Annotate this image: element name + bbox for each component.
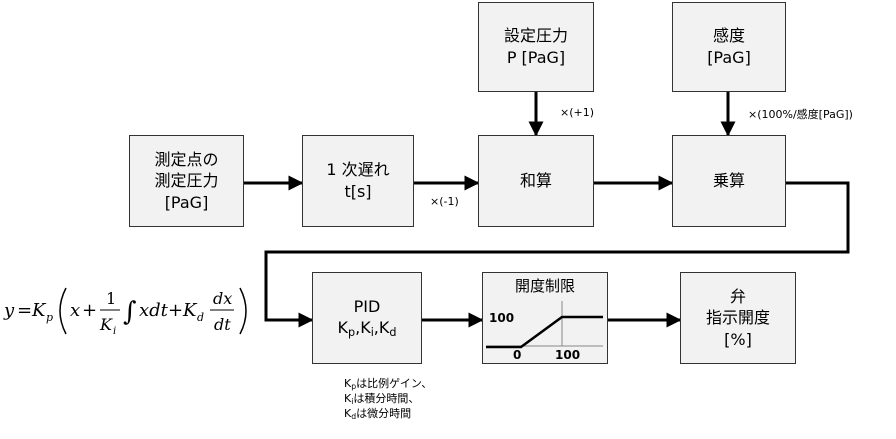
note-kp: Kpは比例ゲイン、	[344, 377, 433, 391]
valve-opening-block: 弁 指示開度 [%]	[680, 272, 796, 364]
formula-kd: K	[182, 300, 198, 321]
limit-y-tick: 100	[489, 311, 515, 325]
multiply-block: 乗算	[672, 135, 786, 227]
formula-left-paren	[59, 287, 67, 335]
limit-curve	[486, 301, 603, 349]
formula-x: x	[70, 300, 80, 321]
pid-gains: Kp,Ki,Kd	[337, 318, 397, 340]
formula-dt: dt	[214, 315, 231, 334]
formula-ki-sub: i	[113, 326, 116, 337]
note-ki: Kiは積分時間、	[344, 392, 420, 406]
measured-line-3: [PaG]	[164, 192, 209, 212]
formula-xdt: xdt	[139, 300, 169, 321]
formula-plus-1: +	[82, 300, 97, 321]
measured-pressure-block: 測定点の 測定圧力 [PaG]	[129, 135, 244, 227]
sensitivity-line-1: 感度	[712, 26, 745, 46]
formula-y: y	[3, 300, 15, 321]
limit-title: 開度制限	[514, 277, 575, 295]
sum-block: 和算	[478, 135, 594, 227]
setpoint-pressure-block: 設定圧力 P [PaG]	[478, 2, 594, 92]
limit-line	[486, 315, 603, 349]
limit-x-tick-0: 0	[513, 348, 522, 362]
sensitivity-line-2: [PaG]	[707, 48, 751, 67]
formula-right-paren	[239, 287, 247, 335]
measured-line-2: 測定圧力	[154, 171, 219, 191]
gain-sensitivity-label: ×(100%/感度[PaG])	[748, 108, 853, 121]
pid-title: PID	[353, 296, 381, 316]
formula-kd-sub: d	[197, 311, 204, 324]
lag-line-1: 1 次遅れ	[326, 160, 390, 180]
formula-integral: ∫	[123, 297, 137, 327]
formula-one: 1	[106, 289, 116, 308]
valve-line-3: [%]	[724, 329, 752, 349]
note-kd: Kdは微分時間	[344, 407, 412, 422]
limit-x-tick-100: 100	[555, 348, 581, 362]
measured-line-1: 測定点の	[154, 149, 219, 169]
formula-kp-sub: p	[46, 311, 53, 324]
formula-kp: K	[31, 300, 47, 321]
first-order-lag-block: 1 次遅れ t[s]	[302, 135, 414, 227]
setpoint-line-2: P [PaG]	[506, 48, 566, 67]
formula-dx: dx	[213, 289, 232, 308]
gain-negative-label: ×(-1)	[430, 195, 459, 208]
valve-line-1: 弁	[729, 286, 746, 306]
formula-ki: K	[99, 315, 113, 334]
formula-eq: =	[17, 300, 32, 321]
valve-line-2: 指示開度	[705, 308, 770, 328]
opening-limit-block: 開度制限 100 0 100	[482, 272, 608, 364]
sum-label: 和算	[519, 171, 552, 191]
lag-line-2: t[s]	[344, 182, 372, 201]
multiply-label: 乗算	[712, 171, 745, 191]
pid-formula: y = K p x + 1 K i ∫ xdt + K d dx dt	[3, 287, 247, 337]
pid-parameter-notes: Kpは比例ゲイン、 Kiは積分時間、 Kdは微分時間	[344, 377, 432, 422]
gain-positive-label: ×(+1)	[560, 106, 595, 119]
arrow-multiply-to-pid	[264, 181, 850, 328]
setpoint-line-1: 設定圧力	[503, 26, 568, 46]
formula-plus-2: +	[168, 300, 183, 321]
pid-block: PID Kp,Ki,Kd	[312, 272, 422, 364]
sensitivity-block: 感度 [PaG]	[672, 2, 786, 92]
